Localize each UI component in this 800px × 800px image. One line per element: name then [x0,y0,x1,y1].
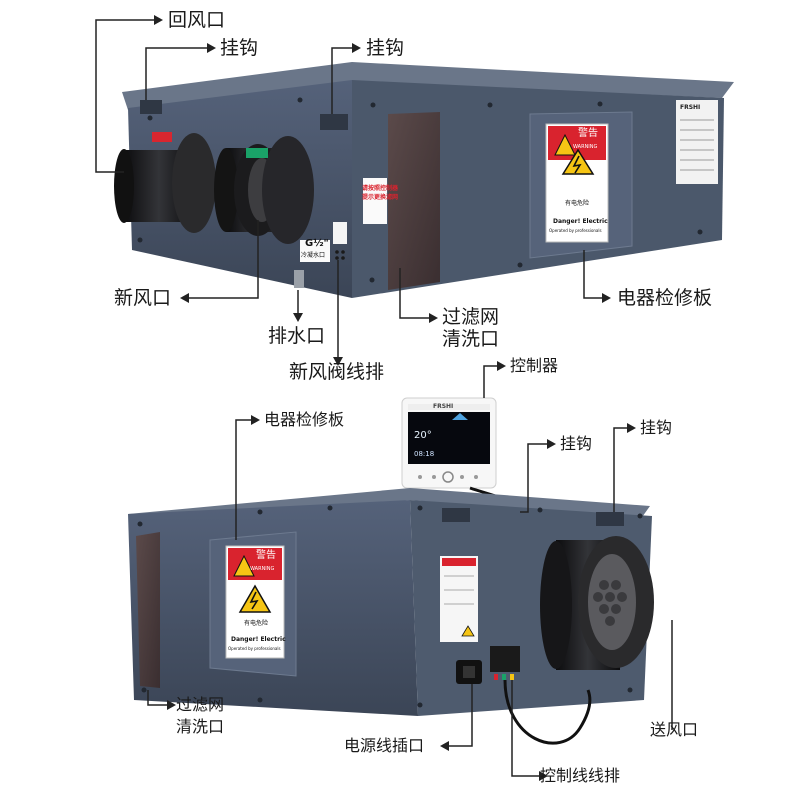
info-label [440,556,478,642]
top-unit-top-face [122,62,734,110]
top-hook-right-shape [320,114,348,130]
warning-sticker-top [545,123,609,243]
controller-brand: FRSHI [433,403,454,410]
top-hook-left-shape [140,100,162,114]
drain-pipe [294,270,304,288]
label-controller: 控制器 [510,356,559,375]
filter-notice-sticker [363,178,387,224]
drain-size-text: G½" [305,238,329,249]
valve-wiring-pins [335,250,345,260]
nameplate [676,100,718,184]
top-filter-panel [388,112,440,290]
warning-sub-top: WARNING [573,144,598,150]
warning-title-top: 警告 [578,128,598,139]
label-fresh-valve-wiring: 新风阀线排 [289,361,385,383]
warning-line2-bottom: Danger! Electric [231,636,286,643]
label-fresh-air: 新风口 [114,287,172,309]
control-wiring-block [490,646,520,672]
warning-title-bottom: 警告 [256,550,276,561]
top-unit [114,62,734,298]
return-air-duct [114,132,216,233]
warning-line3-bottom: Operated by professionals [228,646,281,651]
callout-lines [95,19,673,777]
label-hook-middle: 挂钩 [560,434,593,453]
warning-line1-top: 有电危险 [565,200,590,207]
drain-sticker [300,240,330,262]
warning-line1-bottom: 有电危险 [244,620,269,627]
drain-label-text: 冷凝水口 [301,252,326,259]
label-control-wiring: 控制线线排 [540,766,621,785]
controller [401,397,497,489]
label-return-air: 回风口 [168,9,226,31]
supply-air-duct [540,536,654,670]
label-filter-clean-top: 过滤网 清洗口 [442,306,500,350]
label-electrical-panel-top: 电器检修板 [617,287,713,309]
label-drain: 排水口 [268,325,326,347]
label-hook-left: 挂钩 [220,37,259,59]
filter-notice-text: 请按照控制器 提示更换滤网 [362,185,399,201]
label-filter-clean-bottom: 过滤网 清洗口 [176,695,225,736]
controller-temp: 20° [414,430,432,441]
callout-arrowheads [154,15,636,781]
label-supply-air: 送风口 [650,720,699,739]
label-electrical-panel-bottom: 电器检修板 [264,410,345,429]
label-hook-right-bottom: 挂钩 [640,418,673,437]
controller-time: 08:18 [414,450,435,458]
warning-line2-top: Danger! Electric [553,218,608,225]
label-power-socket: 电源线插口 [344,736,425,755]
warning-sticker-bottom [225,545,285,659]
warning-sub-bottom: WARNING [250,566,275,572]
warning-line3-top: Operated by professionals [549,228,602,233]
label-hook-right: 挂钩 [366,37,405,59]
brand-text: FRSHI [680,104,701,111]
fresh-air-duct [214,136,314,244]
